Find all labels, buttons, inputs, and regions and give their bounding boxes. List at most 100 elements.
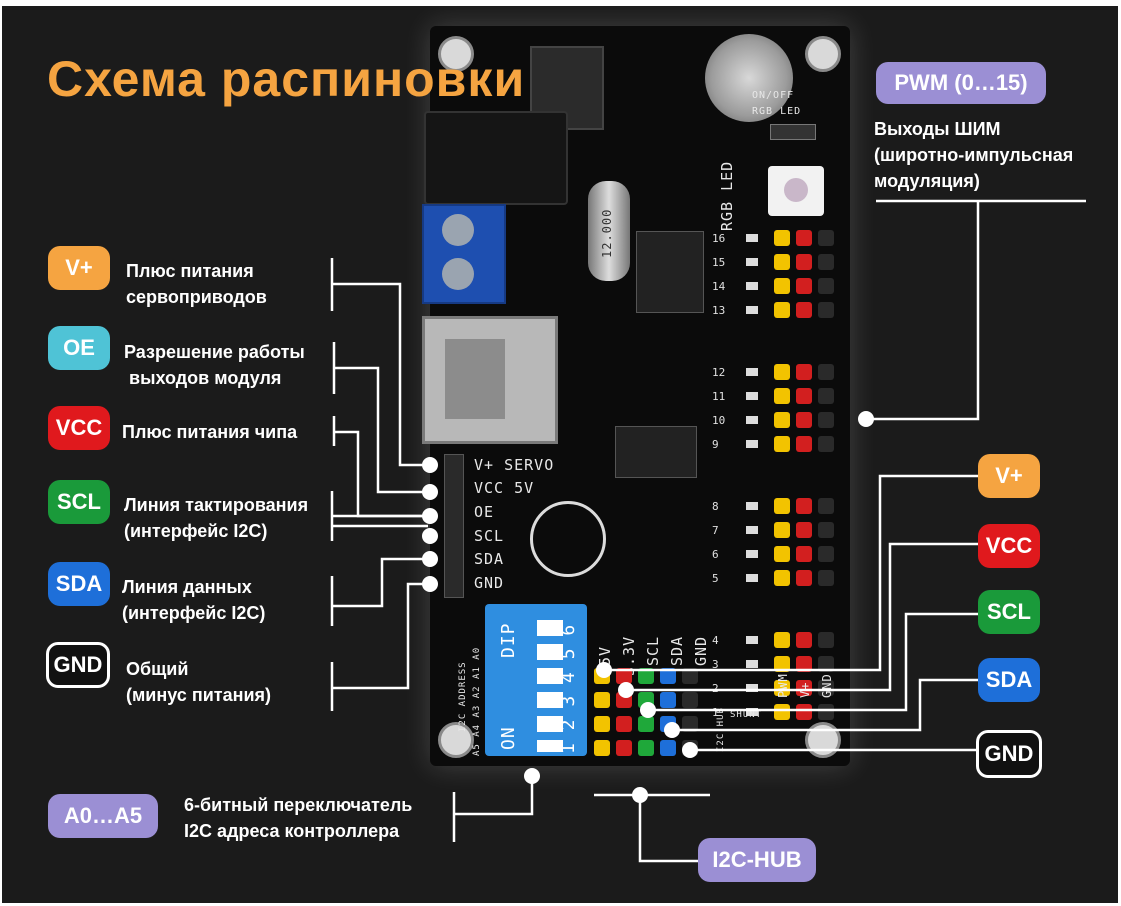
pwm-pin[interactable] bbox=[796, 388, 812, 404]
pwm-pin[interactable] bbox=[774, 632, 790, 648]
pwm-pin[interactable] bbox=[774, 254, 790, 270]
i2c-hub-pin[interactable] bbox=[594, 692, 610, 708]
pwm-pin[interactable] bbox=[774, 302, 790, 318]
pwm-pin[interactable] bbox=[774, 546, 790, 562]
i2c-hub-pin[interactable] bbox=[638, 668, 654, 684]
pin-dot bbox=[664, 722, 680, 738]
pwm-pin[interactable] bbox=[796, 302, 812, 318]
pwm-pin[interactable] bbox=[774, 522, 790, 538]
badge-right-sda: SDA bbox=[978, 658, 1040, 702]
pwm-pin[interactable] bbox=[796, 656, 812, 672]
pwm-pin[interactable] bbox=[818, 498, 834, 514]
pin-dot bbox=[422, 528, 438, 544]
pwm-channel-number: 5 bbox=[712, 572, 719, 585]
pwm-channel-number: 8 bbox=[712, 500, 719, 513]
pwm-channel-number: 12 bbox=[712, 366, 726, 379]
pwm-pin[interactable] bbox=[796, 412, 812, 428]
i2c-hub-pin[interactable] bbox=[682, 668, 698, 684]
i2c-hub-pin[interactable] bbox=[616, 740, 632, 756]
pwm-pin[interactable] bbox=[818, 704, 834, 720]
i2c-hub-pin[interactable] bbox=[638, 740, 654, 756]
pwm-pin[interactable] bbox=[818, 680, 834, 696]
pwm-pin[interactable] bbox=[774, 412, 790, 428]
badge-right-vcc: VCC bbox=[978, 524, 1040, 568]
i2c-hub-pin[interactable] bbox=[660, 740, 676, 756]
pwm-pin[interactable] bbox=[774, 388, 790, 404]
pwm-controller-chip bbox=[615, 426, 697, 478]
pwm-pin[interactable] bbox=[774, 656, 790, 672]
pwm-channel-number: 16 bbox=[712, 232, 726, 245]
pwm-channel-number: 15 bbox=[712, 256, 726, 269]
i2c-hub-pin[interactable] bbox=[682, 692, 698, 708]
pwm-pin[interactable] bbox=[818, 230, 834, 246]
i2c-hub-pin[interactable] bbox=[638, 716, 654, 732]
desc-oe: Разрешение работы выходов модуля bbox=[124, 342, 305, 388]
pwm-pin[interactable] bbox=[796, 436, 812, 452]
pwm-pin[interactable] bbox=[796, 546, 812, 562]
on-off-label: ON/OFF bbox=[752, 90, 795, 101]
mounting-hole bbox=[438, 36, 474, 72]
i2c-hub-pin[interactable] bbox=[594, 740, 610, 756]
pwm-pin[interactable] bbox=[774, 436, 790, 452]
pin-dot bbox=[618, 682, 634, 698]
pwm-channel-number: 4 bbox=[712, 634, 719, 647]
pwm-pin[interactable] bbox=[818, 388, 834, 404]
pwm-channel-number: 3 bbox=[712, 658, 719, 671]
microcontroller-chip bbox=[636, 231, 704, 313]
servo-pin-label-vcc: VCC 5V bbox=[474, 479, 535, 497]
pwm-pin[interactable] bbox=[774, 364, 790, 380]
badge-i2c-hub: I2C-HUB bbox=[698, 838, 816, 882]
pwm-pin[interactable] bbox=[774, 278, 790, 294]
pwm-pin[interactable] bbox=[796, 632, 812, 648]
pwm-channel-number: 11 bbox=[712, 390, 726, 403]
pwm-pin[interactable] bbox=[796, 230, 812, 246]
pwm-pin[interactable] bbox=[796, 680, 812, 696]
pwm-channel-led bbox=[746, 306, 758, 314]
pwm-pin[interactable] bbox=[796, 498, 812, 514]
brain-logo bbox=[530, 501, 606, 577]
i2c-hub-pin[interactable] bbox=[660, 668, 676, 684]
pwm-channel-number: 1 bbox=[712, 706, 719, 719]
i2c-hub-pin[interactable] bbox=[682, 716, 698, 732]
badge-oe: OE bbox=[48, 326, 110, 370]
i2c-hub-pin[interactable] bbox=[594, 716, 610, 732]
pwm-pin[interactable] bbox=[796, 254, 812, 270]
dip-switch[interactable] bbox=[485, 604, 587, 756]
pwm-pin[interactable] bbox=[796, 570, 812, 586]
pwm-pin[interactable] bbox=[818, 436, 834, 452]
terminal-block bbox=[422, 204, 506, 304]
pwm-pin[interactable] bbox=[796, 704, 812, 720]
i2c-hub-pin[interactable] bbox=[616, 668, 632, 684]
pwm-pin[interactable] bbox=[818, 632, 834, 648]
pwm-channel-led bbox=[746, 258, 758, 266]
servo-pin-label-vplus: V+ SERVO bbox=[474, 456, 555, 474]
pwm-pin[interactable] bbox=[796, 278, 812, 294]
pwm-channel-led bbox=[746, 392, 758, 400]
desc-gnd: Общий (минус питания) bbox=[126, 659, 272, 705]
pwm-pin[interactable] bbox=[818, 546, 834, 562]
on-off-jumper[interactable] bbox=[770, 124, 816, 140]
pwm-pin[interactable] bbox=[774, 230, 790, 246]
pwm-channel-led bbox=[746, 684, 758, 692]
pwm-pin[interactable] bbox=[774, 704, 790, 720]
pwm-pin[interactable] bbox=[818, 522, 834, 538]
pwm-channel-led bbox=[746, 440, 758, 448]
pin-dot bbox=[524, 768, 540, 784]
i2c-hub-pin[interactable] bbox=[660, 692, 676, 708]
badge-vcc: VCC bbox=[48, 406, 110, 450]
pwm-pin[interactable] bbox=[818, 364, 834, 380]
i2c-hub-pin[interactable] bbox=[616, 716, 632, 732]
pwm-pin[interactable] bbox=[796, 522, 812, 538]
pwm-pin[interactable] bbox=[818, 412, 834, 428]
pwm-pin[interactable] bbox=[774, 680, 790, 696]
dc-jack bbox=[424, 111, 568, 205]
pwm-pin[interactable] bbox=[796, 364, 812, 380]
pwm-pin[interactable] bbox=[818, 656, 834, 672]
pwm-pin[interactable] bbox=[818, 302, 834, 318]
pwm-pin[interactable] bbox=[818, 570, 834, 586]
pwm-pin[interactable] bbox=[774, 498, 790, 514]
pwm-pin[interactable] bbox=[818, 278, 834, 294]
pwm-pin[interactable] bbox=[774, 570, 790, 586]
pin-dot bbox=[640, 702, 656, 718]
pwm-pin[interactable] bbox=[818, 254, 834, 270]
